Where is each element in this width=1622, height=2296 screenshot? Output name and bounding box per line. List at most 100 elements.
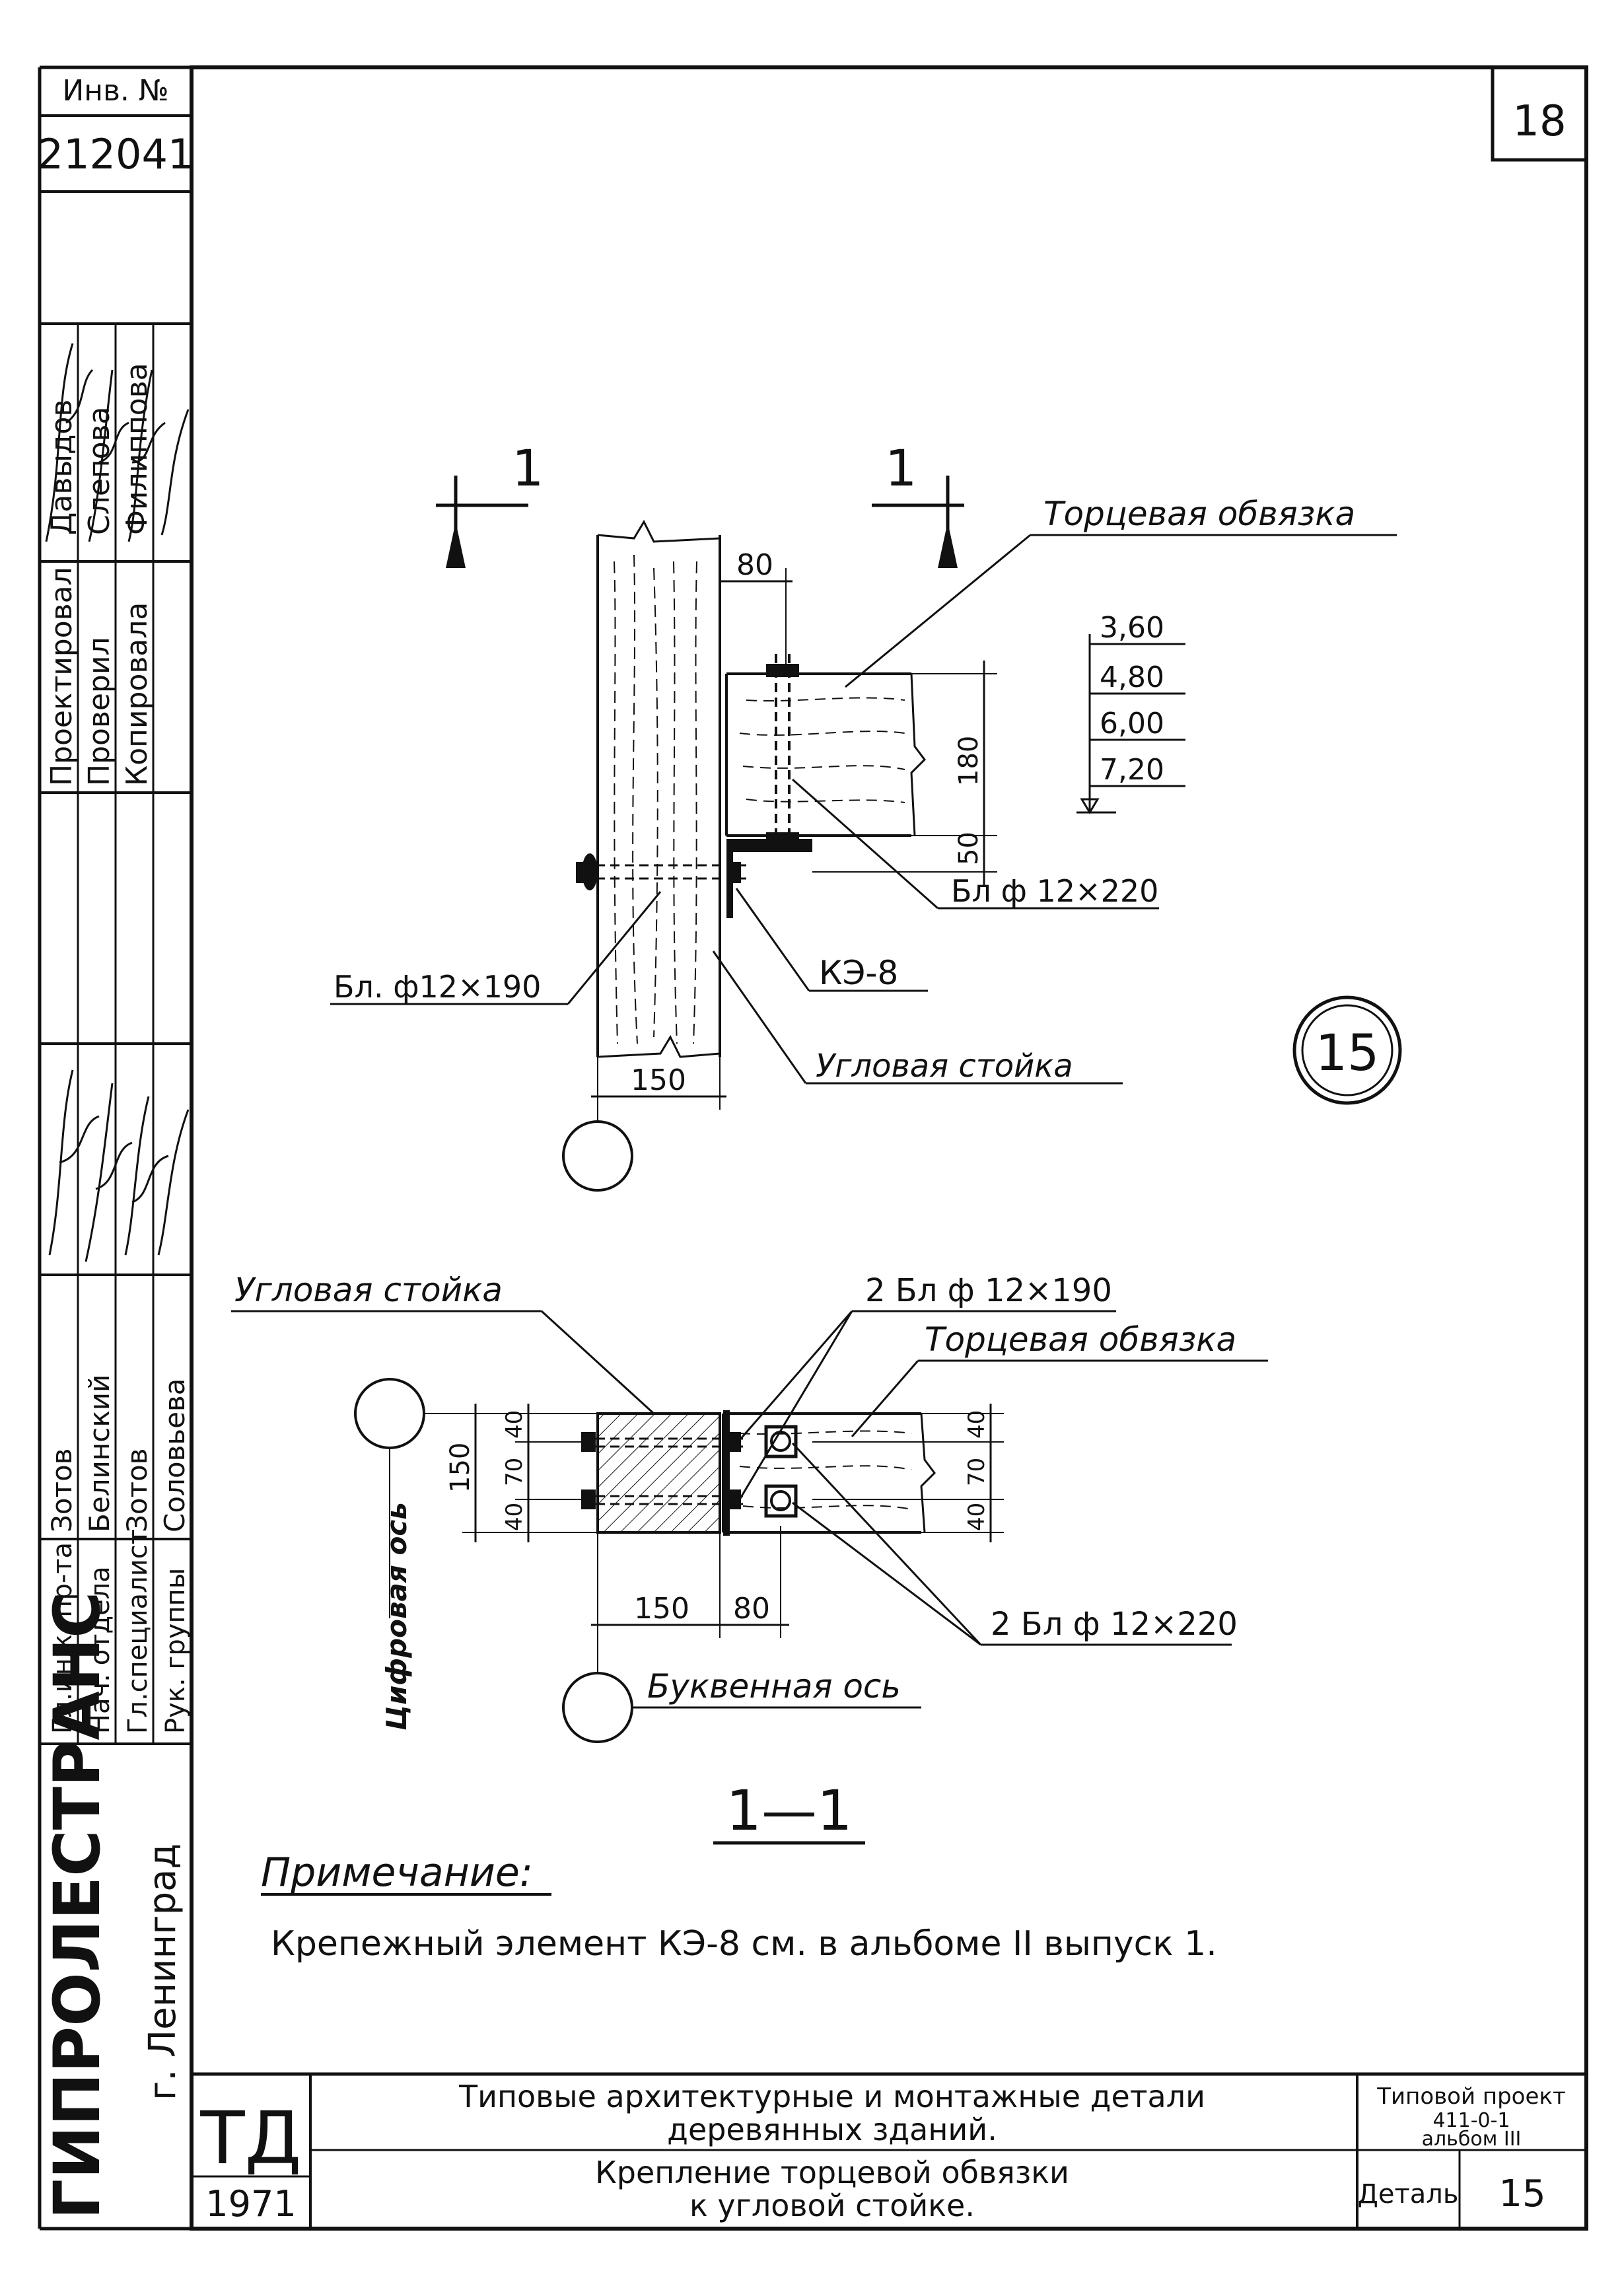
section-right-dimensions: 40 70 40 — [812, 1404, 1004, 1542]
org-city: г. Ленинград — [141, 1844, 184, 2100]
role2-1: Проверил — [83, 637, 116, 786]
detail-number-text: 15 — [1316, 1023, 1380, 1082]
letter-axis-circle — [562, 1672, 633, 1743]
dim-r40b: 40 — [964, 1503, 990, 1531]
project-label: Типовой проект — [1376, 2083, 1566, 2110]
label-corner-bottom-text: Угловая стойка — [234, 1271, 503, 1309]
dim-50-label: 50 — [954, 832, 984, 865]
dim-180-label: 180 — [954, 736, 984, 786]
level-0: 3,60 — [1100, 611, 1164, 645]
section-title: 1—1 — [726, 1778, 853, 1843]
label-corner-bottom: Угловая стойка — [231, 1271, 655, 1415]
org-name: ГИПРОЛЕСТРАНС — [40, 1591, 114, 2219]
label-corner-top-text: Угловая стойка — [816, 1048, 1073, 1085]
signature-block-upper — [45, 343, 190, 542]
dim-150v: 150 — [445, 1443, 476, 1493]
role-0: Гл.инж. пр-та — [48, 1542, 78, 1734]
role2-0: Проектировал — [45, 567, 79, 786]
corner-post-section — [596, 1412, 721, 1534]
name-0: Зотов — [46, 1448, 78, 1532]
note-heading: Примечание: — [261, 1849, 533, 1896]
subtitle-line2: к угловой стойке. — [689, 2188, 975, 2223]
beam-section — [722, 1412, 921, 1534]
label-torets-top: Торцевая обвязка — [845, 495, 1397, 688]
section-mark-left: 1 — [512, 439, 544, 497]
dim-70: 70 — [501, 1458, 528, 1486]
label-2bolt220: 2 Бл ф 12×220 — [791, 1442, 1238, 1646]
dimension-180-50: 180 50 — [812, 661, 997, 885]
role-1: Нач. отдела — [85, 1566, 116, 1734]
dimension-150-top: 150 — [591, 1057, 726, 1110]
dim-40a: 40 — [501, 1410, 528, 1439]
label-ke8: КЭ-8 — [735, 888, 928, 992]
section-marker-left: 1 — [436, 439, 544, 568]
note: Примечание: Крепежный элемент КЭ-8 см. в… — [261, 1849, 1217, 1964]
label-2bolt190: 2 Бл ф 12×190 — [738, 1272, 1116, 1500]
dimension-80: 80 — [720, 548, 793, 667]
section-left-dimensions: 150 40 70 40 — [445, 1404, 598, 1542]
level-3: 7,20 — [1100, 753, 1164, 787]
bolt-vertical — [766, 654, 799, 855]
section-marker-right: 1 — [872, 439, 964, 568]
inventory-number: 212041 — [38, 130, 194, 178]
role-3: Рук. группы — [160, 1568, 191, 1734]
title-block: ТД 1971 Типовые архитектурные и монтажны… — [192, 2072, 1586, 2229]
label-digit-axis: Цифровая ось — [380, 1502, 413, 1731]
label-torets-bottom-text: Торцевая обвязка — [925, 1320, 1236, 1359]
signature-block-lower — [48, 1069, 190, 1262]
logo: ТД — [199, 2096, 301, 2180]
label-bolt220-top: Бл ф 12×220 — [792, 778, 1159, 910]
angle-bracket-ke8 — [726, 839, 812, 918]
inventory-label: Инв. № — [62, 74, 168, 108]
bolt-horizontal — [576, 853, 746, 890]
dim-r70: 70 — [964, 1458, 990, 1486]
dim-150-top-label: 150 — [631, 1063, 686, 1097]
label-torets-top-text: Торцевая обвязка — [1043, 495, 1355, 533]
level-1: 4,80 — [1100, 661, 1164, 694]
sheet-number: 18 — [1512, 97, 1566, 146]
level-marks: 3,60 4,80 6,00 7,20 — [1076, 611, 1185, 814]
label-bolt220-top-text: Бл ф 12×220 — [951, 873, 1158, 909]
label-letter-axis: Буквенная ось — [632, 1667, 921, 1709]
title-line1: Типовые архитектурные и монтажные детали — [458, 2079, 1205, 2114]
end-beam — [725, 672, 926, 837]
section-bottom-dimensions: 150 80 — [591, 1526, 789, 1638]
label-bolt190-top: Бл. ф12×190 — [330, 891, 662, 1005]
level-2: 6,00 — [1100, 707, 1164, 740]
ke8-plate-section — [723, 1410, 730, 1536]
sheet-number-box: 18 — [1491, 65, 1588, 162]
top-detail-drawing: 1 1 — [330, 439, 1402, 1192]
name-1: Белинский — [83, 1375, 116, 1532]
name2-2: Филиппова — [120, 363, 154, 535]
detail-number-circle: 15 — [1292, 995, 1402, 1105]
title-line2: деревянных зданий. — [667, 2112, 997, 2147]
name-2: Зотов — [121, 1448, 153, 1532]
label-torets-bottom: Торцевая обвязка — [851, 1320, 1268, 1437]
album: альбом III — [1422, 2128, 1522, 2151]
label-2bolt220-text: 2 Бл ф 12×220 — [991, 1606, 1238, 1643]
section-mark-right: 1 — [885, 439, 917, 497]
dim-80-label: 80 — [736, 548, 773, 582]
sheet-frame — [38, 65, 1588, 2231]
role2-2: Копировала — [120, 602, 154, 786]
project-number: 411-0-1 — [1432, 2109, 1510, 2132]
label-bolt190-top-text: Бл. ф12×190 — [334, 969, 541, 1005]
subtitle-line1: Крепление торцевой обвязки — [595, 2155, 1069, 2190]
detail-value: 15 — [1499, 2172, 1545, 2215]
bolts-220-section — [764, 1425, 798, 1518]
axis-circle-top — [562, 1096, 633, 1192]
name-3: Соловьева — [159, 1379, 191, 1532]
label-corner-top: Угловая стойка — [712, 951, 1123, 1085]
bolts-190-section — [581, 1432, 743, 1509]
name2-1: Слепова — [83, 407, 116, 536]
label-2bolt190-text: 2 Бл ф 12×190 — [865, 1272, 1112, 1309]
corner-post — [596, 519, 721, 1058]
role-2: Гл.специалист — [123, 1529, 153, 1734]
section-1-1-drawing: 150 40 70 40 40 70 40 150 80 — [231, 1271, 1268, 1845]
dim-r40a: 40 — [964, 1410, 990, 1439]
label-ke8-text: КЭ-8 — [819, 954, 898, 992]
name2-0: Давыдов — [45, 400, 79, 535]
dim-40b: 40 — [501, 1503, 528, 1531]
